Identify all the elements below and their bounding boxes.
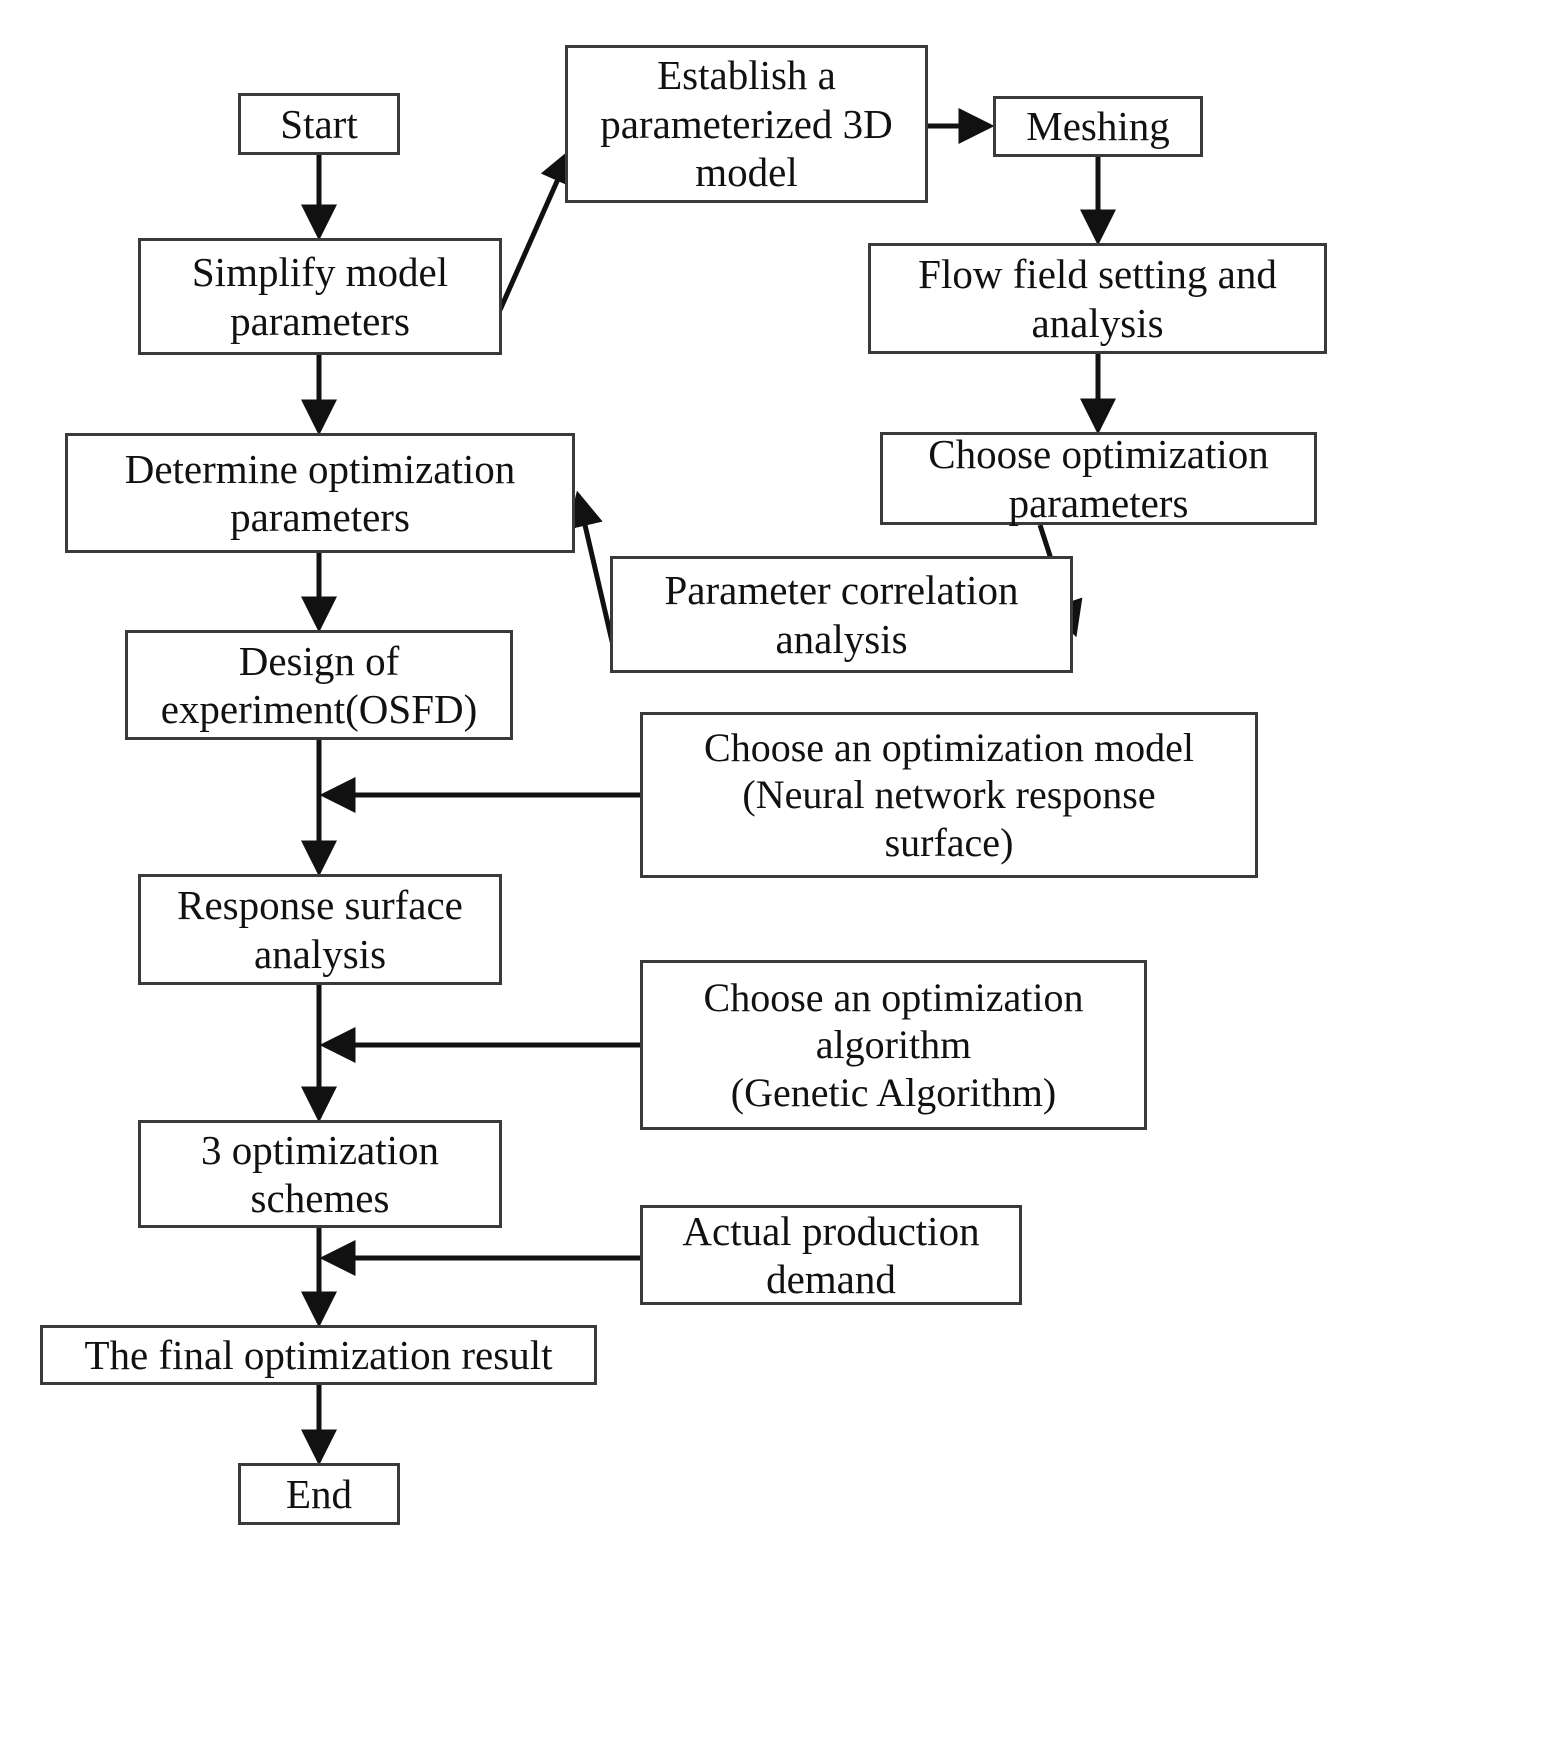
node-choose-optimization-model-label: Choose an optimization model (Neural net… [704,725,1194,865]
node-end[interactable]: End [238,1463,400,1525]
node-choose-optimization-parameters[interactable]: Choose optimization parameters [880,431,1317,526]
node-design-of-experiment[interactable]: Design of experiment(OSFD) [125,630,513,740]
node-simplify-model-parameters-label: Simplify model parameters [191,249,449,344]
edge-simplify-to-establish [497,147,574,312]
node-choose-optimization-parameters-label: Choose optimization parameters [928,431,1269,526]
node-simplify-model-parameters[interactable]: Simplify model parameters [138,238,502,355]
node-establish-parameterized-3d-model[interactable]: Establish a parameterized 3D model [565,45,928,203]
node-establish-parameterized-3d-model-label: Establish a parameterized 3D model [600,52,893,196]
node-actual-production-demand-label: Actual production demand [682,1207,980,1302]
node-parameter-correlation-analysis-label: Parameter correlation analysis [664,567,1019,662]
node-end-label: End [285,1470,353,1517]
node-start-label: Start [280,100,358,147]
node-flow-field-setting-and-analysis[interactable]: Flow field setting and analysis [868,243,1327,354]
node-flow-field-setting-and-analysis-label: Flow field setting and analysis [918,251,1277,346]
node-three-optimization-schemes[interactable]: 3 optimization schemes [138,1120,502,1228]
node-choose-optimization-algorithm[interactable]: Choose an optimization algorithm (Geneti… [640,960,1147,1130]
node-final-optimization-result[interactable]: The final optimization result [40,1325,597,1385]
node-design-of-experiment-label: Design of experiment(OSFD) [160,637,478,732]
node-final-optimization-result-label: The final optimization result [84,1331,553,1378]
node-determine-optimization-parameters-label: Determine optimization parameters [124,445,516,540]
node-actual-production-demand[interactable]: Actual production demand [640,1205,1022,1305]
node-parameter-correlation-analysis[interactable]: Parameter correlation analysis [610,556,1073,673]
node-meshing-label: Meshing [1026,103,1170,150]
node-choose-optimization-model[interactable]: Choose an optimization model (Neural net… [640,712,1258,878]
node-determine-optimization-parameters[interactable]: Determine optimization parameters [65,433,575,553]
node-response-surface-analysis-label: Response surface analysis [177,882,463,977]
node-response-surface-analysis[interactable]: Response surface analysis [138,874,502,985]
node-choose-optimization-algorithm-label: Choose an optimization algorithm (Geneti… [703,975,1084,1115]
node-start[interactable]: Start [238,93,400,155]
node-meshing[interactable]: Meshing [993,96,1203,157]
node-three-optimization-schemes-label: 3 optimization schemes [201,1126,439,1221]
